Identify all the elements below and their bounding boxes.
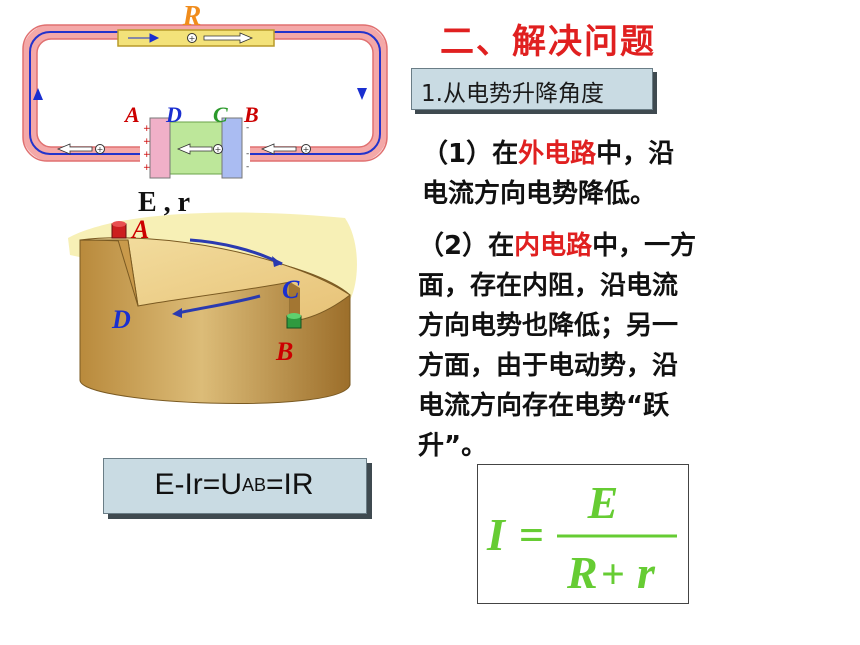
- paragraph-2-line-2: 面，存在内阻，沿电流: [418, 271, 679, 301]
- equation-box: [103, 458, 367, 514]
- circuit-diagram: + + + + + + + + - - - R A D C B E , r: [22, 1, 388, 218]
- label-d: D: [165, 102, 182, 127]
- label-a: A: [123, 102, 140, 127]
- paragraph-2-line-4: 方面，由于电动势，沿: [418, 351, 679, 381]
- svg-text:+: +: [143, 137, 151, 147]
- svg-text:+: +: [189, 34, 196, 43]
- ohms-law-formula: E I = R + r: [486, 477, 677, 598]
- svg-text:-: -: [246, 149, 249, 159]
- model-label-b: B: [275, 337, 293, 366]
- label-c: C: [213, 102, 228, 127]
- model-label-c: C: [282, 275, 300, 304]
- potential-model-diagram: A C D B: [68, 212, 357, 404]
- formula-plus: +: [601, 552, 625, 598]
- resistor-label: R: [182, 1, 202, 32]
- svg-text:+: +: [143, 124, 151, 134]
- svg-text:-: -: [246, 123, 249, 133]
- paragraph-2-line-6: 升”。: [418, 431, 488, 461]
- svg-text:-: -: [246, 162, 249, 172]
- source-label: E , r: [138, 187, 190, 218]
- svg-text:+: +: [97, 145, 104, 154]
- model-label-a: A: [130, 215, 149, 244]
- model-label-d: D: [111, 305, 131, 334]
- formula-equals: =: [519, 511, 544, 560]
- arrow-icon: [172, 308, 182, 318]
- subtitle-box: [411, 68, 653, 110]
- svg-text:+: +: [143, 163, 151, 173]
- internal-circuit-highlight: 内电路: [514, 231, 593, 261]
- formula-box: [477, 464, 689, 604]
- paragraph-2: （2）在内电路中，一方 面，存在内阻，沿电流 方向电势也降低；另一 方面，由于电…: [418, 226, 696, 466]
- svg-text:+: +: [303, 145, 310, 154]
- svg-text:+: +: [215, 145, 222, 154]
- formula-numerator: E: [587, 477, 619, 528]
- current-arrow-icon: [33, 88, 43, 100]
- paragraph-2-line-5: 电流方向存在电势“跃: [418, 391, 670, 421]
- negative-plate: [221, 117, 243, 179]
- label-b: B: [243, 102, 259, 127]
- paragraph-1-line-2: 电流方向电势降低。: [422, 179, 657, 209]
- paragraph-2-line-1: （2）在内电路中，一方: [418, 231, 697, 261]
- formula-resistance: R: [566, 547, 598, 598]
- external-circuit-highlight: 外电路: [518, 139, 597, 169]
- paragraph-1-line-1: （1）在外电路中，沿: [422, 139, 675, 169]
- paragraph-2-line-3: 方向电势也降低；另一: [418, 311, 679, 341]
- paragraph-1: （1）在外电路中，沿 电流方向电势降低。: [422, 134, 674, 214]
- arrow-icon: [272, 256, 282, 267]
- positive-plate: [149, 117, 171, 179]
- svg-text:+: +: [143, 150, 151, 160]
- formula-internal-resistance: r: [637, 547, 656, 598]
- current-arrow-icon: [357, 88, 367, 100]
- formula-current: I: [486, 509, 507, 560]
- subtitle: 1.从电势升降角度: [421, 81, 604, 107]
- page-title: 二、解决问题: [440, 22, 656, 62]
